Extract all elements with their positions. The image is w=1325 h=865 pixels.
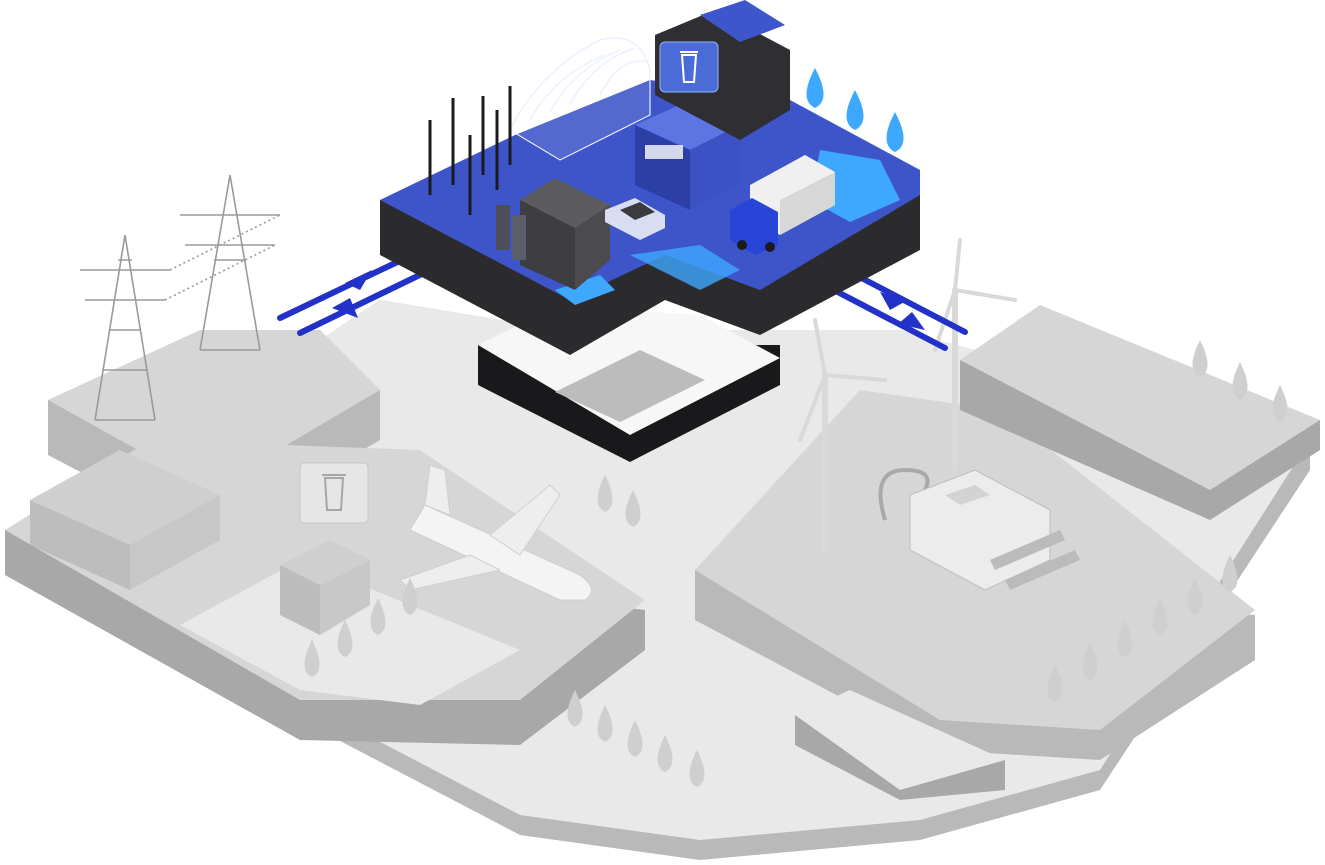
tree-icon [846,90,864,130]
arrow-icon [332,298,358,318]
car-icon [605,198,665,240]
tree-icon [1187,578,1203,615]
factory-icon [496,178,610,290]
tree-icon [1272,385,1288,422]
wind-turbine-icon [798,238,1017,553]
tree-icon [689,750,705,787]
trash-bin-icon [659,41,719,93]
energy-connectors [277,253,968,351]
connector-left-upper [277,253,413,321]
tree-icon [402,578,418,615]
platform-water-left [555,275,615,305]
connector-right-lower [827,285,948,351]
tree-icon [370,598,386,635]
waste-facility-icon [655,0,790,140]
trash-bin-icon [299,462,369,524]
tree-icon [1117,620,1133,657]
tree-icon [625,490,641,527]
plug-icon [878,467,1080,591]
airplane-icon [399,464,592,601]
tree-icon [337,620,353,657]
power-pylon-icon [80,174,281,421]
tree-icon [1047,665,1063,702]
tree-icon [1232,362,1248,399]
tree-icon [627,720,643,757]
tree-icon [1192,340,1208,377]
arrow-icon [880,292,908,310]
arrow-icon [898,312,925,330]
tree-icon [597,475,613,512]
arrow-icon [345,270,372,290]
tree-icon [657,735,673,772]
platform-water-top [630,245,740,290]
tree-icon [1152,598,1168,635]
tree-icon [886,112,904,152]
tree-icon [304,640,320,677]
connector-right-upper [847,269,968,335]
tree-icon [1222,555,1238,592]
connector-left-lower [297,267,433,336]
bottom-block-top [795,690,1005,790]
truck-icon [730,155,835,255]
silo [496,205,510,250]
gray-terrain [5,300,1320,860]
pole-group [428,86,512,215]
tree-icon [597,705,613,742]
greenhouse-icon [509,37,651,161]
platform-objects [428,0,904,290]
tree-icon [1082,643,1098,680]
gray-trees [304,340,1288,787]
platform-ledge-pad [555,350,705,422]
far-right-block-top [960,305,1320,490]
warehouse-icon [30,450,220,590]
recycling-building-icon [280,540,370,635]
silo [512,215,526,260]
tree-icon [806,68,824,108]
tree-icon [567,690,583,727]
